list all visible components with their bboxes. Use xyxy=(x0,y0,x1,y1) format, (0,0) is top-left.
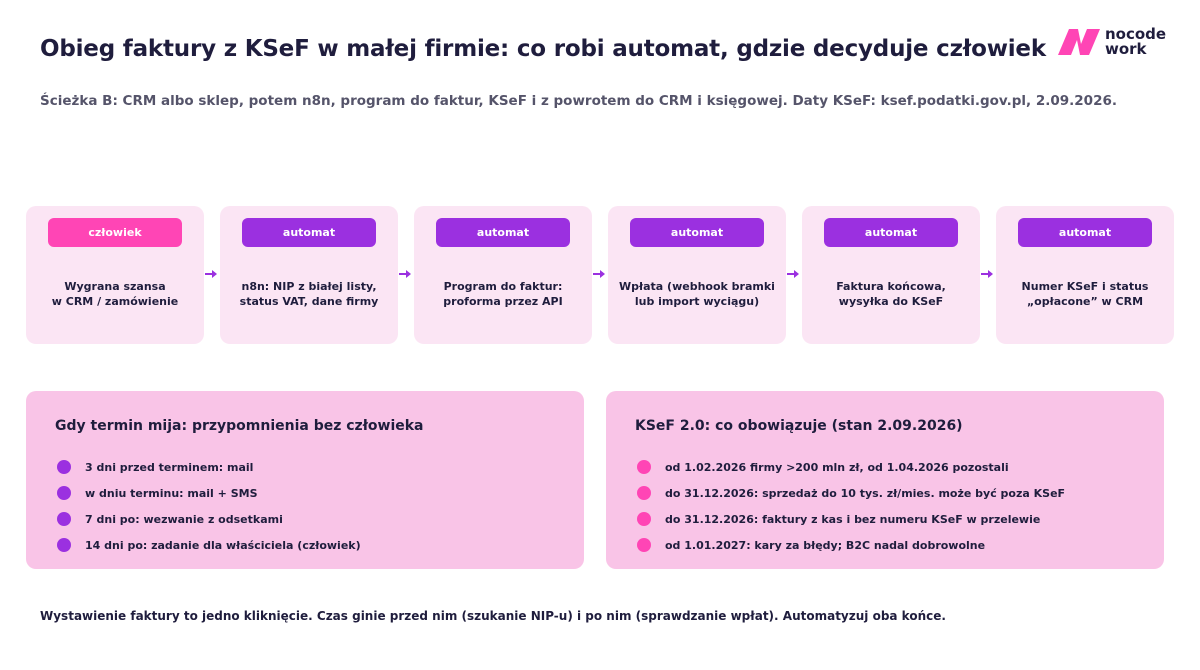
bullet-dot-icon xyxy=(637,486,651,500)
step-label-line: Wpłata (webhook bramki xyxy=(619,280,775,293)
bullet-dot-icon xyxy=(57,486,71,500)
flow-arrow-icon xyxy=(205,270,217,278)
flow-step-4: automat Wpłata (webhook bramki lub impor… xyxy=(608,206,786,344)
bullet-dot-icon xyxy=(637,512,651,526)
bullet-dot-icon xyxy=(57,538,71,552)
step-label: Numer KSeF i status „opłacone” w CRM xyxy=(1002,279,1168,309)
step-label: Program do faktur: proforma przez API xyxy=(420,279,586,309)
flow-arrow-icon xyxy=(981,270,993,278)
list-item: 14 dni po: zadanie dla właściciela (czło… xyxy=(57,532,361,558)
flow-step-1: człowiek Wygrana szansa w CRM / zamówien… xyxy=(26,206,204,344)
step-label-line: wysyłka do KSeF xyxy=(838,295,944,308)
list-item: od 1.02.2026 firmy >200 mln zł, od 1.04.… xyxy=(637,454,1065,480)
step-label: Faktura końcowa, wysyłka do KSeF xyxy=(808,279,974,309)
list-item: 7 dni po: wezwanie z odsetkami xyxy=(57,506,361,532)
list-item-text: do 31.12.2026: sprzedaż do 10 tys. zł/mi… xyxy=(665,486,1066,500)
list-item: do 31.12.2026: faktury z kas i bez numer… xyxy=(637,506,1065,532)
list-item: do 31.12.2026: sprzedaż do 10 tys. zł/mi… xyxy=(637,480,1065,506)
reminders-title: Gdy termin mija: przypomnienia bez człow… xyxy=(55,418,424,434)
bullet-dot-icon xyxy=(637,460,651,474)
page-subtitle: Ścieżka B: CRM albo sklep, potem n8n, pr… xyxy=(40,93,1117,109)
list-item-text: w dniu terminu: mail + SMS xyxy=(85,486,258,500)
step-label-line: status VAT, dane firmy xyxy=(239,295,379,308)
ksef-list: od 1.02.2026 firmy >200 mln zł, od 1.04.… xyxy=(637,454,1065,558)
ksef-title: KSeF 2.0: co obowiązuje (stan 2.09.2026) xyxy=(635,418,963,434)
flow-step-2: automat n8n: NIP z białej listy, status … xyxy=(220,206,398,344)
step-label-line: Wygrana szansa xyxy=(64,280,166,293)
reminders-list: 3 dni przed terminem: mail w dniu termin… xyxy=(57,454,361,558)
step-label-line: lub import wyciągu) xyxy=(634,295,760,308)
reminders-panel: Gdy termin mija: przypomnienia bez człow… xyxy=(26,391,584,569)
bullet-dot-icon xyxy=(637,538,651,552)
list-item-text: od 1.02.2026 firmy >200 mln zł, od 1.04.… xyxy=(665,460,1009,474)
flow-arrow-icon xyxy=(399,270,411,278)
list-item: od 1.01.2027: kary za błędy; B2C nadal d… xyxy=(637,532,1065,558)
step-label: Wygrana szansa w CRM / zamówienie xyxy=(32,279,198,309)
list-item: w dniu terminu: mail + SMS xyxy=(57,480,361,506)
step-label-line: „opłacone” w CRM xyxy=(1026,295,1144,308)
bullet-dot-icon xyxy=(57,512,71,526)
list-item-text: 14 dni po: zadanie dla właściciela (czło… xyxy=(85,538,361,552)
step-label-line: proforma przez API xyxy=(443,295,563,308)
role-badge-automat: automat xyxy=(1018,218,1152,247)
flow-step-5: automat Faktura końcowa, wysyłka do KSeF xyxy=(802,206,980,344)
logo-text-line2: work xyxy=(1105,40,1147,58)
role-badge-automat: automat xyxy=(242,218,376,247)
brand-logo: nocode work xyxy=(1057,27,1177,61)
page-title: Obieg faktury z KSeF w małej firmie: co … xyxy=(40,36,1046,62)
ksef-panel: KSeF 2.0: co obowiązuje (stan 2.09.2026)… xyxy=(606,391,1164,569)
list-item-text: do 31.12.2026: faktury z kas i bez numer… xyxy=(665,512,1041,526)
step-label-line: Program do faktur: xyxy=(443,280,563,293)
role-badge-human: człowiek xyxy=(48,218,182,247)
list-item-text: 7 dni po: wezwanie z odsetkami xyxy=(85,512,283,526)
step-label: n8n: NIP z białej listy, status VAT, dan… xyxy=(226,279,392,309)
role-badge-automat: automat xyxy=(436,218,570,247)
list-item-text: od 1.01.2027: kary za błędy; B2C nadal d… xyxy=(665,538,986,552)
role-badge-automat: automat xyxy=(824,218,958,247)
flow-step-3: automat Program do faktur: proforma prze… xyxy=(414,206,592,344)
list-item-text: 3 dni przed terminem: mail xyxy=(85,460,254,474)
step-label-line: n8n: NIP z białej listy, xyxy=(241,280,377,293)
footer-note: Wystawienie faktury to jedno kliknięcie.… xyxy=(40,609,946,623)
bullet-dot-icon xyxy=(57,460,71,474)
nocodework-logo-icon xyxy=(1058,29,1100,55)
flow-arrow-icon xyxy=(787,270,799,278)
step-label-line: w CRM / zamówienie xyxy=(51,295,179,308)
logo-text-line1: nocode xyxy=(1105,25,1167,43)
list-item: 3 dni przed terminem: mail xyxy=(57,454,361,480)
role-badge-automat: automat xyxy=(630,218,764,247)
step-label-line: Faktura końcowa, xyxy=(836,280,946,293)
step-label-line: Numer KSeF i status xyxy=(1021,280,1149,293)
flow-arrow-icon xyxy=(593,270,605,278)
flow-step-6: automat Numer KSeF i status „opłacone” w… xyxy=(996,206,1174,344)
step-label: Wpłata (webhook bramki lub import wyciąg… xyxy=(614,279,780,309)
